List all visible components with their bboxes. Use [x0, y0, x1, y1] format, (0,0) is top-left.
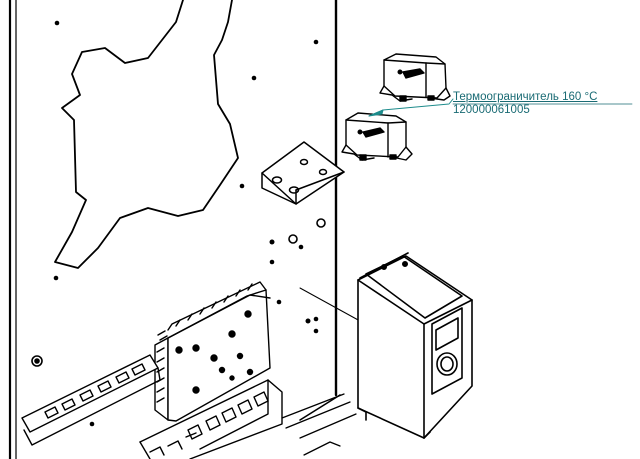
- din-rail: [21, 354, 161, 446]
- panel-screws: [31, 218, 326, 367]
- electronics-enclosure: [357, 252, 473, 439]
- callout-leader: [368, 98, 633, 117]
- base-rails: [281, 393, 357, 456]
- back-panel: [8, 0, 341, 459]
- angle-bracket: [261, 141, 345, 205]
- enclosure-leader: [299, 287, 361, 322]
- thermal-cutout-target[interactable]: [341, 112, 413, 161]
- heatsink-board: [154, 281, 271, 422]
- panel-holes: [53, 20, 319, 427]
- thermal-cutout-top: [379, 53, 451, 102]
- callout-part-name[interactable]: Термоограничитель 160 °С: [453, 91, 598, 103]
- callout-part-code: 120000061005: [453, 104, 530, 116]
- terminal-block: [139, 379, 283, 459]
- panel-cutout: [54, 0, 239, 269]
